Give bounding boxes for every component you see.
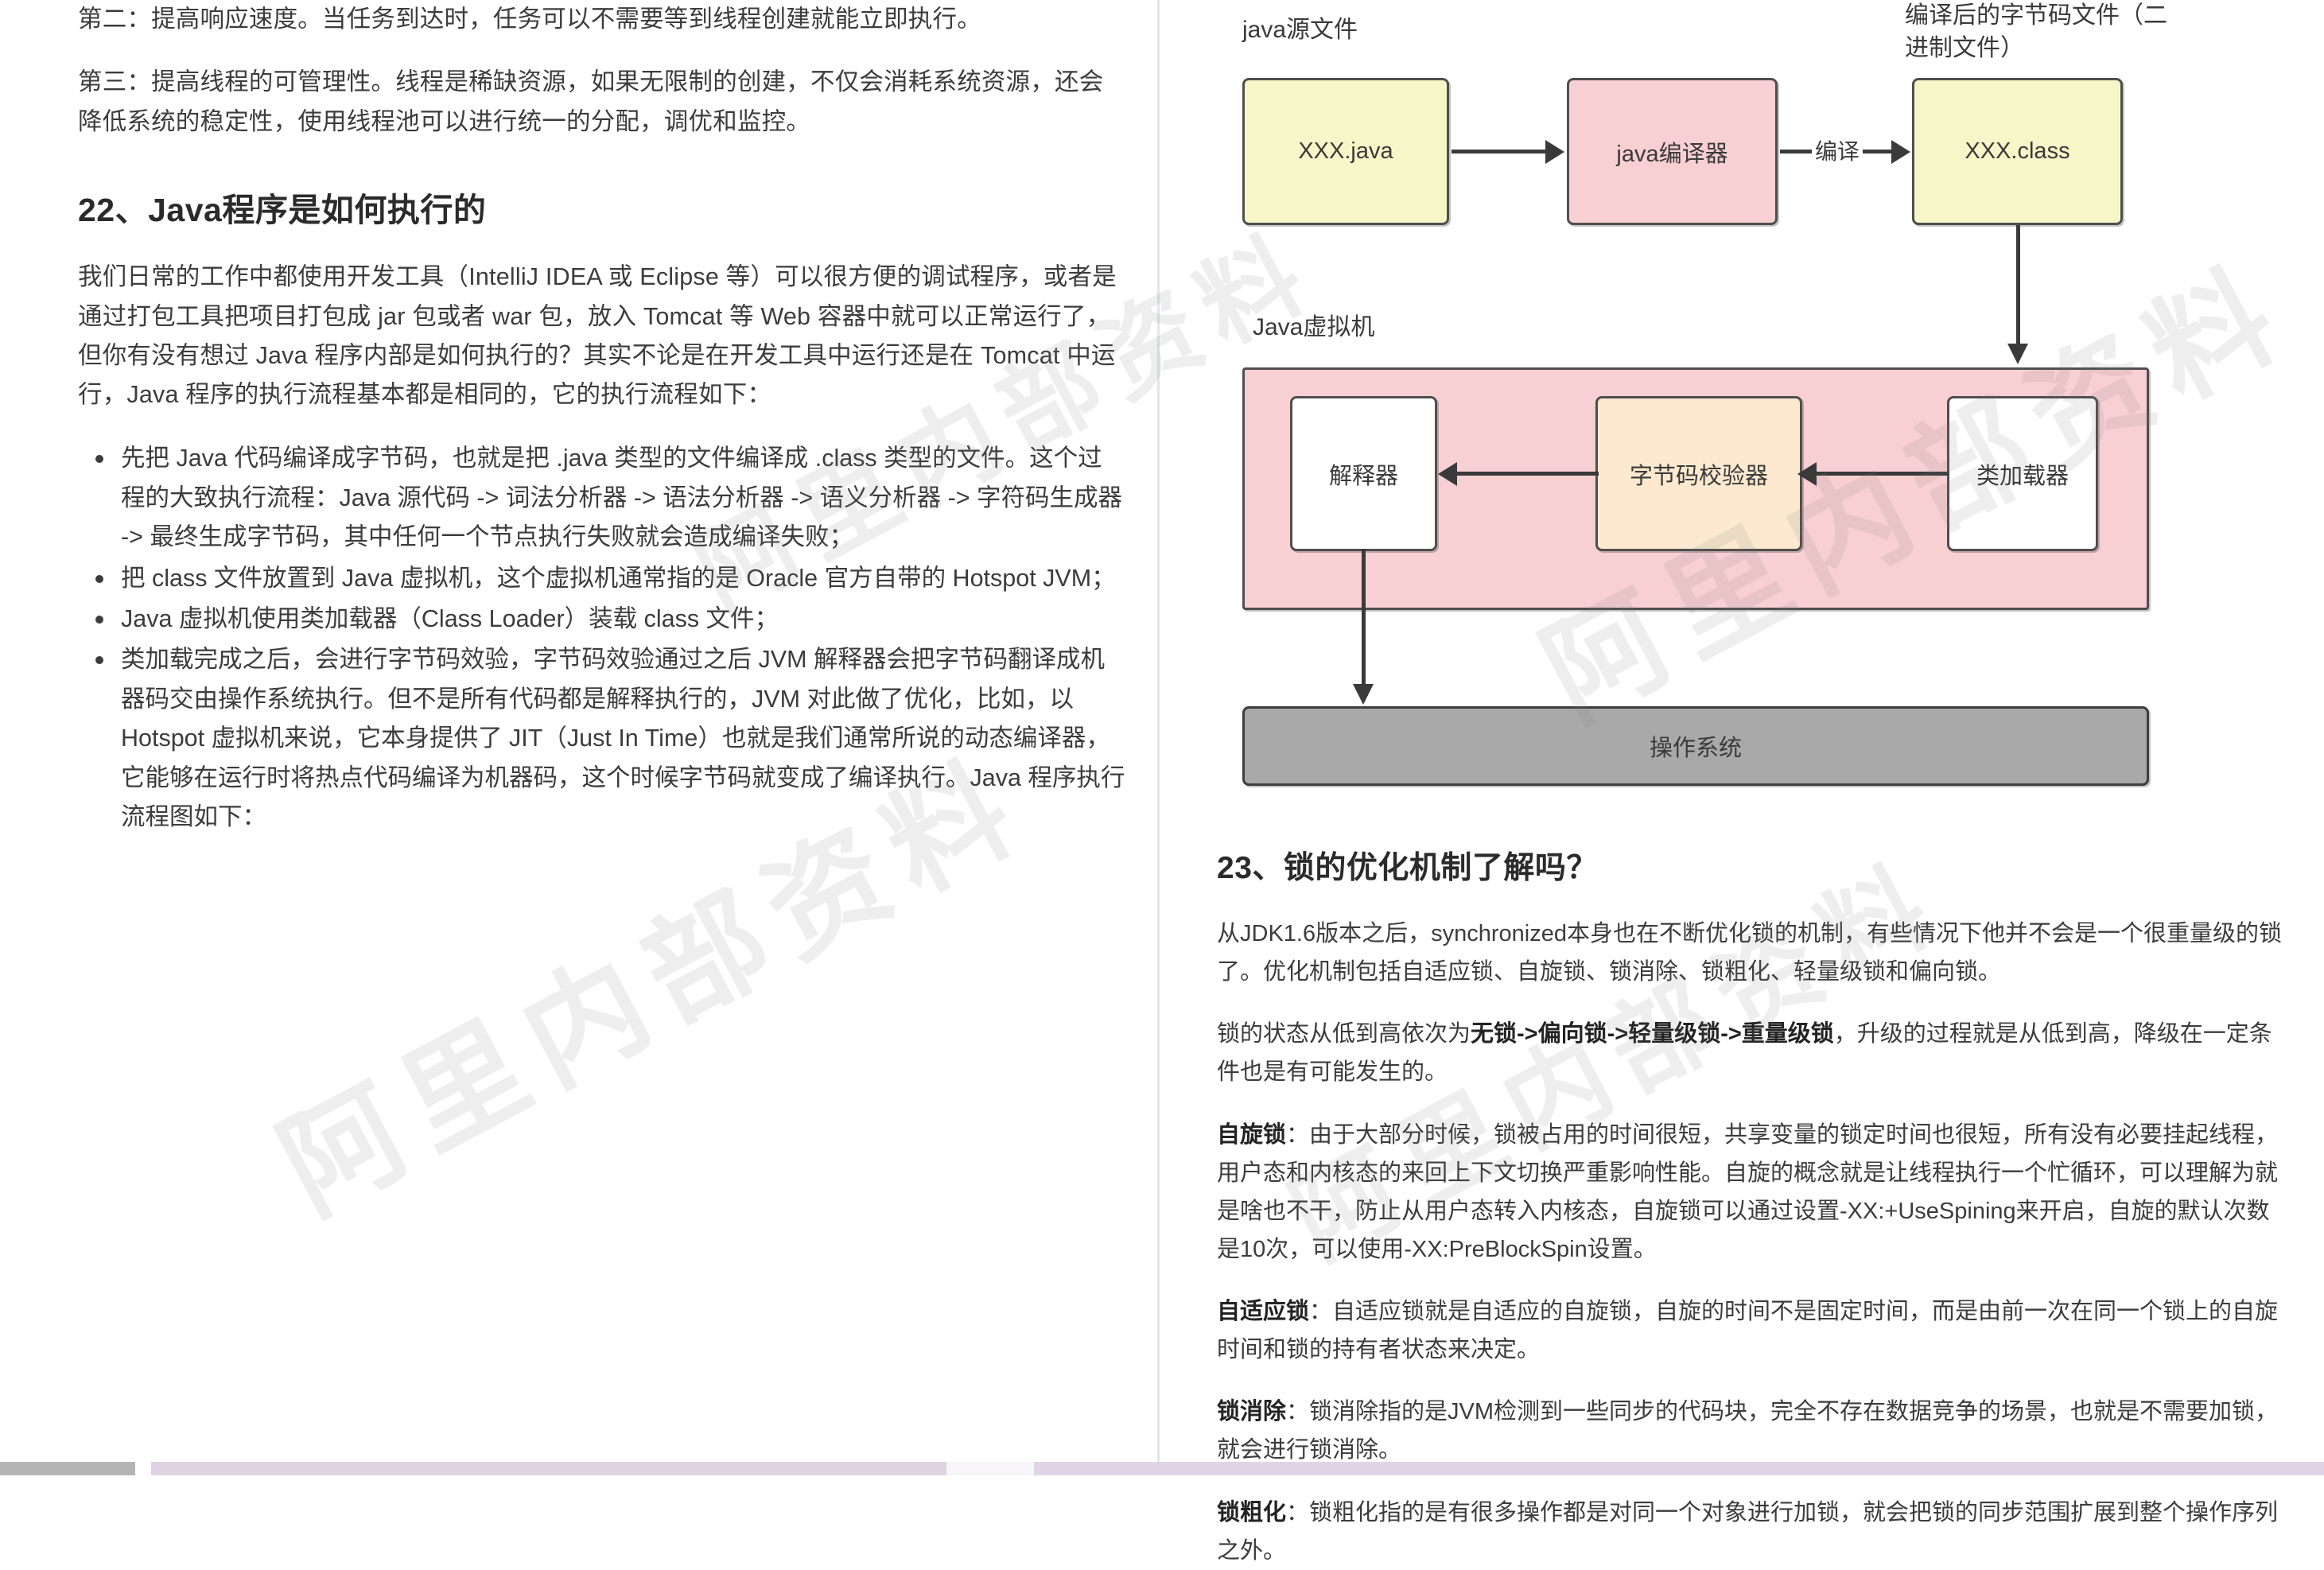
list-item: 类加载完成之后，会进行字节码效验，字节码效验通过之后 JVM 解释器会把字节码翻… <box>95 640 1125 837</box>
diagram-node-bytecode-verifier: 字节码校验器 <box>1595 396 1802 551</box>
paragraph-lock-states: 锁的状态从低到高依次为无锁->偏向锁->轻量级锁->重量级锁，升级的过程就是从低… <box>1217 1015 2283 1091</box>
lock-elimination-lead: 锁消除 <box>1217 1399 1287 1425</box>
bottom-color-strip <box>0 1462 2324 1475</box>
paragraph-spin-lock: 自旋锁：由于大部分时候，锁被占用的时间很短，共享变量的锁定时间也很短，所有没有必… <box>1217 1116 2283 1269</box>
adaptive-lock-text: ：自适应锁就是自适应的自旋锁，自旋的时间不是固定时间，而是由前一次在同一个锁上的… <box>1217 1299 2279 1363</box>
diagram-edge-label-compile: 编译 <box>1812 134 1863 166</box>
left-column: 第二：提高响应速度。当任务到达时，任务可以不需要等到线程创建就能立即执行。 第三… <box>0 0 1334 1475</box>
diagram-node-xxx-java: XXX.java <box>1242 78 1449 225</box>
diagram-label-jvm: Java虚拟机 <box>1253 314 1375 340</box>
list-item: Java 虚拟机使用类加载器（Class Loader）装载 class 文件； <box>95 600 1125 639</box>
diagram-arrow-shaft <box>1452 150 1547 154</box>
paragraph-section-22-body: 我们日常的工作中都使用开发工具（IntelliJ IDEA 或 Eclipse … <box>78 263 1117 409</box>
diagram-node-interpreter: 解释器 <box>1290 396 1437 551</box>
paragraph-intro-1: 第二：提高响应速度。当任务到达时，任务可以不需要等到线程创建就能立即执行。 <box>78 6 981 33</box>
diagram-label-bytecode-file: 编译后的字节码文件（二进制文件） <box>1905 2 2167 61</box>
diagram-node-java-compiler: java编译器 <box>1567 78 1778 225</box>
column-divider <box>1157 0 1160 1462</box>
diagram-arrow-head-left <box>1797 462 1817 486</box>
lock-states-text-before: 锁的状态从低到高依次为 <box>1217 1021 1471 1047</box>
diagram-arrow-head-left <box>1438 462 1457 486</box>
bottom-strip-segment <box>135 1462 151 1475</box>
diagram-arrow-head-down <box>2007 344 2028 364</box>
diagram-arrow-shaft <box>2016 225 2020 348</box>
bottom-strip-segment <box>151 1462 946 1475</box>
page-title-section-22: 22、Java程序是如何执行的 <box>78 192 487 229</box>
spin-lock-text: ：由于大部分时候，锁被占用的时间很短，共享变量的锁定时间也很短，所有没有必要挂起… <box>1217 1121 2279 1262</box>
diagram-arrow-head-right <box>1545 140 1564 164</box>
diagram-arrow-shaft <box>1815 472 1949 476</box>
lock-states-bold: 无锁->偏向锁->轻量级锁->重量级锁 <box>1471 1021 1834 1047</box>
page-title-section-23: 23、锁的优化机制了解吗？ <box>1217 851 1598 885</box>
right-column-content: java源文件 编译后的字节码文件（二进制文件） Java虚拟机 XXX.jav… <box>1160 0 2324 1570</box>
diagram-arrow-shaft <box>1455 472 1599 476</box>
diagram-label-java-source: java源文件 <box>1242 17 1358 43</box>
paragraph-intro-2: 第三：提高线程的可管理性。线程是稀缺资源，如果无限制的创建，不仅会消耗系统资源，… <box>78 68 1104 135</box>
spin-lock-lead: 自旋锁 <box>1217 1121 1287 1148</box>
paragraph-adaptive-lock: 自适应锁：自适应锁就是自适应的自旋锁，自旋的时间不是固定时间，而是由前一次在同一… <box>1217 1292 2283 1369</box>
lock-elimination-text: ：锁消除指的是JVM检测到一些同步的代码块，完全不存在数据竞争的场景，也就是不需… <box>1217 1399 2279 1463</box>
bottom-strip-segment <box>1034 1462 2324 1475</box>
adaptive-lock-lead: 自适应锁 <box>1217 1299 1310 1324</box>
diagram-node-class-loader: 类加载器 <box>1947 396 2098 551</box>
diagram-node-operating-system: 操作系统 <box>1242 706 2149 786</box>
bullet-list-execution-flow: 先把 Java 代码编译成字节码，也就是把 .java 类型的文件编译成 .cl… <box>78 439 1125 837</box>
right-column: java源文件 编译后的字节码文件（二进制文件） Java虚拟机 XXX.jav… <box>1160 0 2324 1564</box>
paragraph-lock-elimination: 锁消除：锁消除指的是JVM检测到一些同步的代码块，完全不存在数据竞争的场景，也就… <box>1217 1393 2283 1469</box>
lock-coarsening-lead: 锁粗化 <box>1217 1499 1287 1525</box>
diagram-node-xxx-class: XXX.class <box>1912 78 2123 225</box>
paragraph-lock-intro: 从JDK1.6版本之后，synchronized本身也在不断优化锁的机制，有些情… <box>1217 921 2282 985</box>
lock-states-text-after: ，升级的过程就是从低到高，降级在一定条件也是有可能发生的。 <box>1217 1021 2272 1086</box>
bottom-strip-segment <box>946 1462 1034 1475</box>
list-item: 先把 Java 代码编译成字节码，也就是把 .java 类型的文件编译成 .cl… <box>95 439 1125 557</box>
diagram-arrow-shaft <box>1362 549 1366 688</box>
diagram-arrow-head-right <box>1891 140 1910 164</box>
left-column-content: 第二：提高响应速度。当任务到达时，任务可以不需要等到线程创建就能立即执行。 第三… <box>0 0 1157 837</box>
bottom-strip-segment <box>0 1462 135 1475</box>
jvm-execution-diagram: java源文件 编译后的字节码文件（二进制文件） Java虚拟机 XXX.jav… <box>1225 0 2283 811</box>
list-item: 把 class 文件放置到 Java 虚拟机，这个虚拟机通常指的是 Oracle… <box>95 559 1125 598</box>
lock-coarsening-text: ：锁粗化指的是有很多操作都是对同一个对象进行加锁，就会把锁的同步范围扩展到整个操… <box>1217 1499 2279 1564</box>
paragraph-lock-coarsening: 锁粗化：锁粗化指的是有很多操作都是对同一个对象进行加锁，就会把锁的同步范围扩展到… <box>1217 1494 2283 1570</box>
diagram-arrow-head-down <box>1353 684 1374 705</box>
